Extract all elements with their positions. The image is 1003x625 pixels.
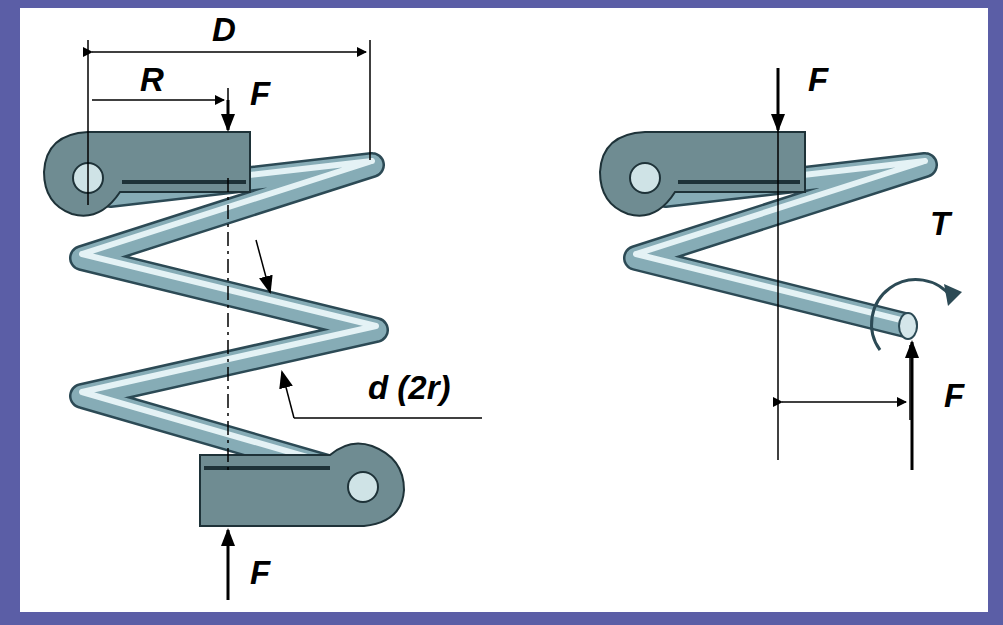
dimension-label: D: [212, 12, 236, 48]
torque-arrowhead: [944, 284, 962, 306]
dimension-label: R: [140, 62, 164, 98]
force-arrow: [911, 342, 914, 470]
dimension-label: F: [808, 62, 828, 98]
axis-line: [227, 178, 229, 472]
wire-diameter-leader: [256, 240, 482, 418]
left-bottom-hook: [200, 443, 404, 526]
dimension-label: F: [250, 555, 270, 591]
dimension-label: F: [944, 378, 964, 414]
left-spring-coils: [82, 161, 376, 470]
dimension-label: d (2r): [368, 370, 451, 406]
right-top-hook: [600, 132, 805, 216]
force-arrow: [227, 100, 230, 130]
extension-line: [909, 345, 911, 420]
white-panel: [20, 8, 988, 612]
torque-arc: [872, 280, 952, 350]
force-arrow: [777, 68, 780, 130]
dimension-label: T: [930, 206, 950, 242]
lever-arm-dimension: [782, 401, 906, 403]
dimension-label: F: [250, 76, 270, 112]
left-top-hook: [44, 132, 250, 216]
dimension-lines: [88, 40, 370, 205]
force-arrow: [227, 530, 230, 600]
wire-section: [899, 313, 917, 339]
axis-line: [777, 100, 779, 460]
